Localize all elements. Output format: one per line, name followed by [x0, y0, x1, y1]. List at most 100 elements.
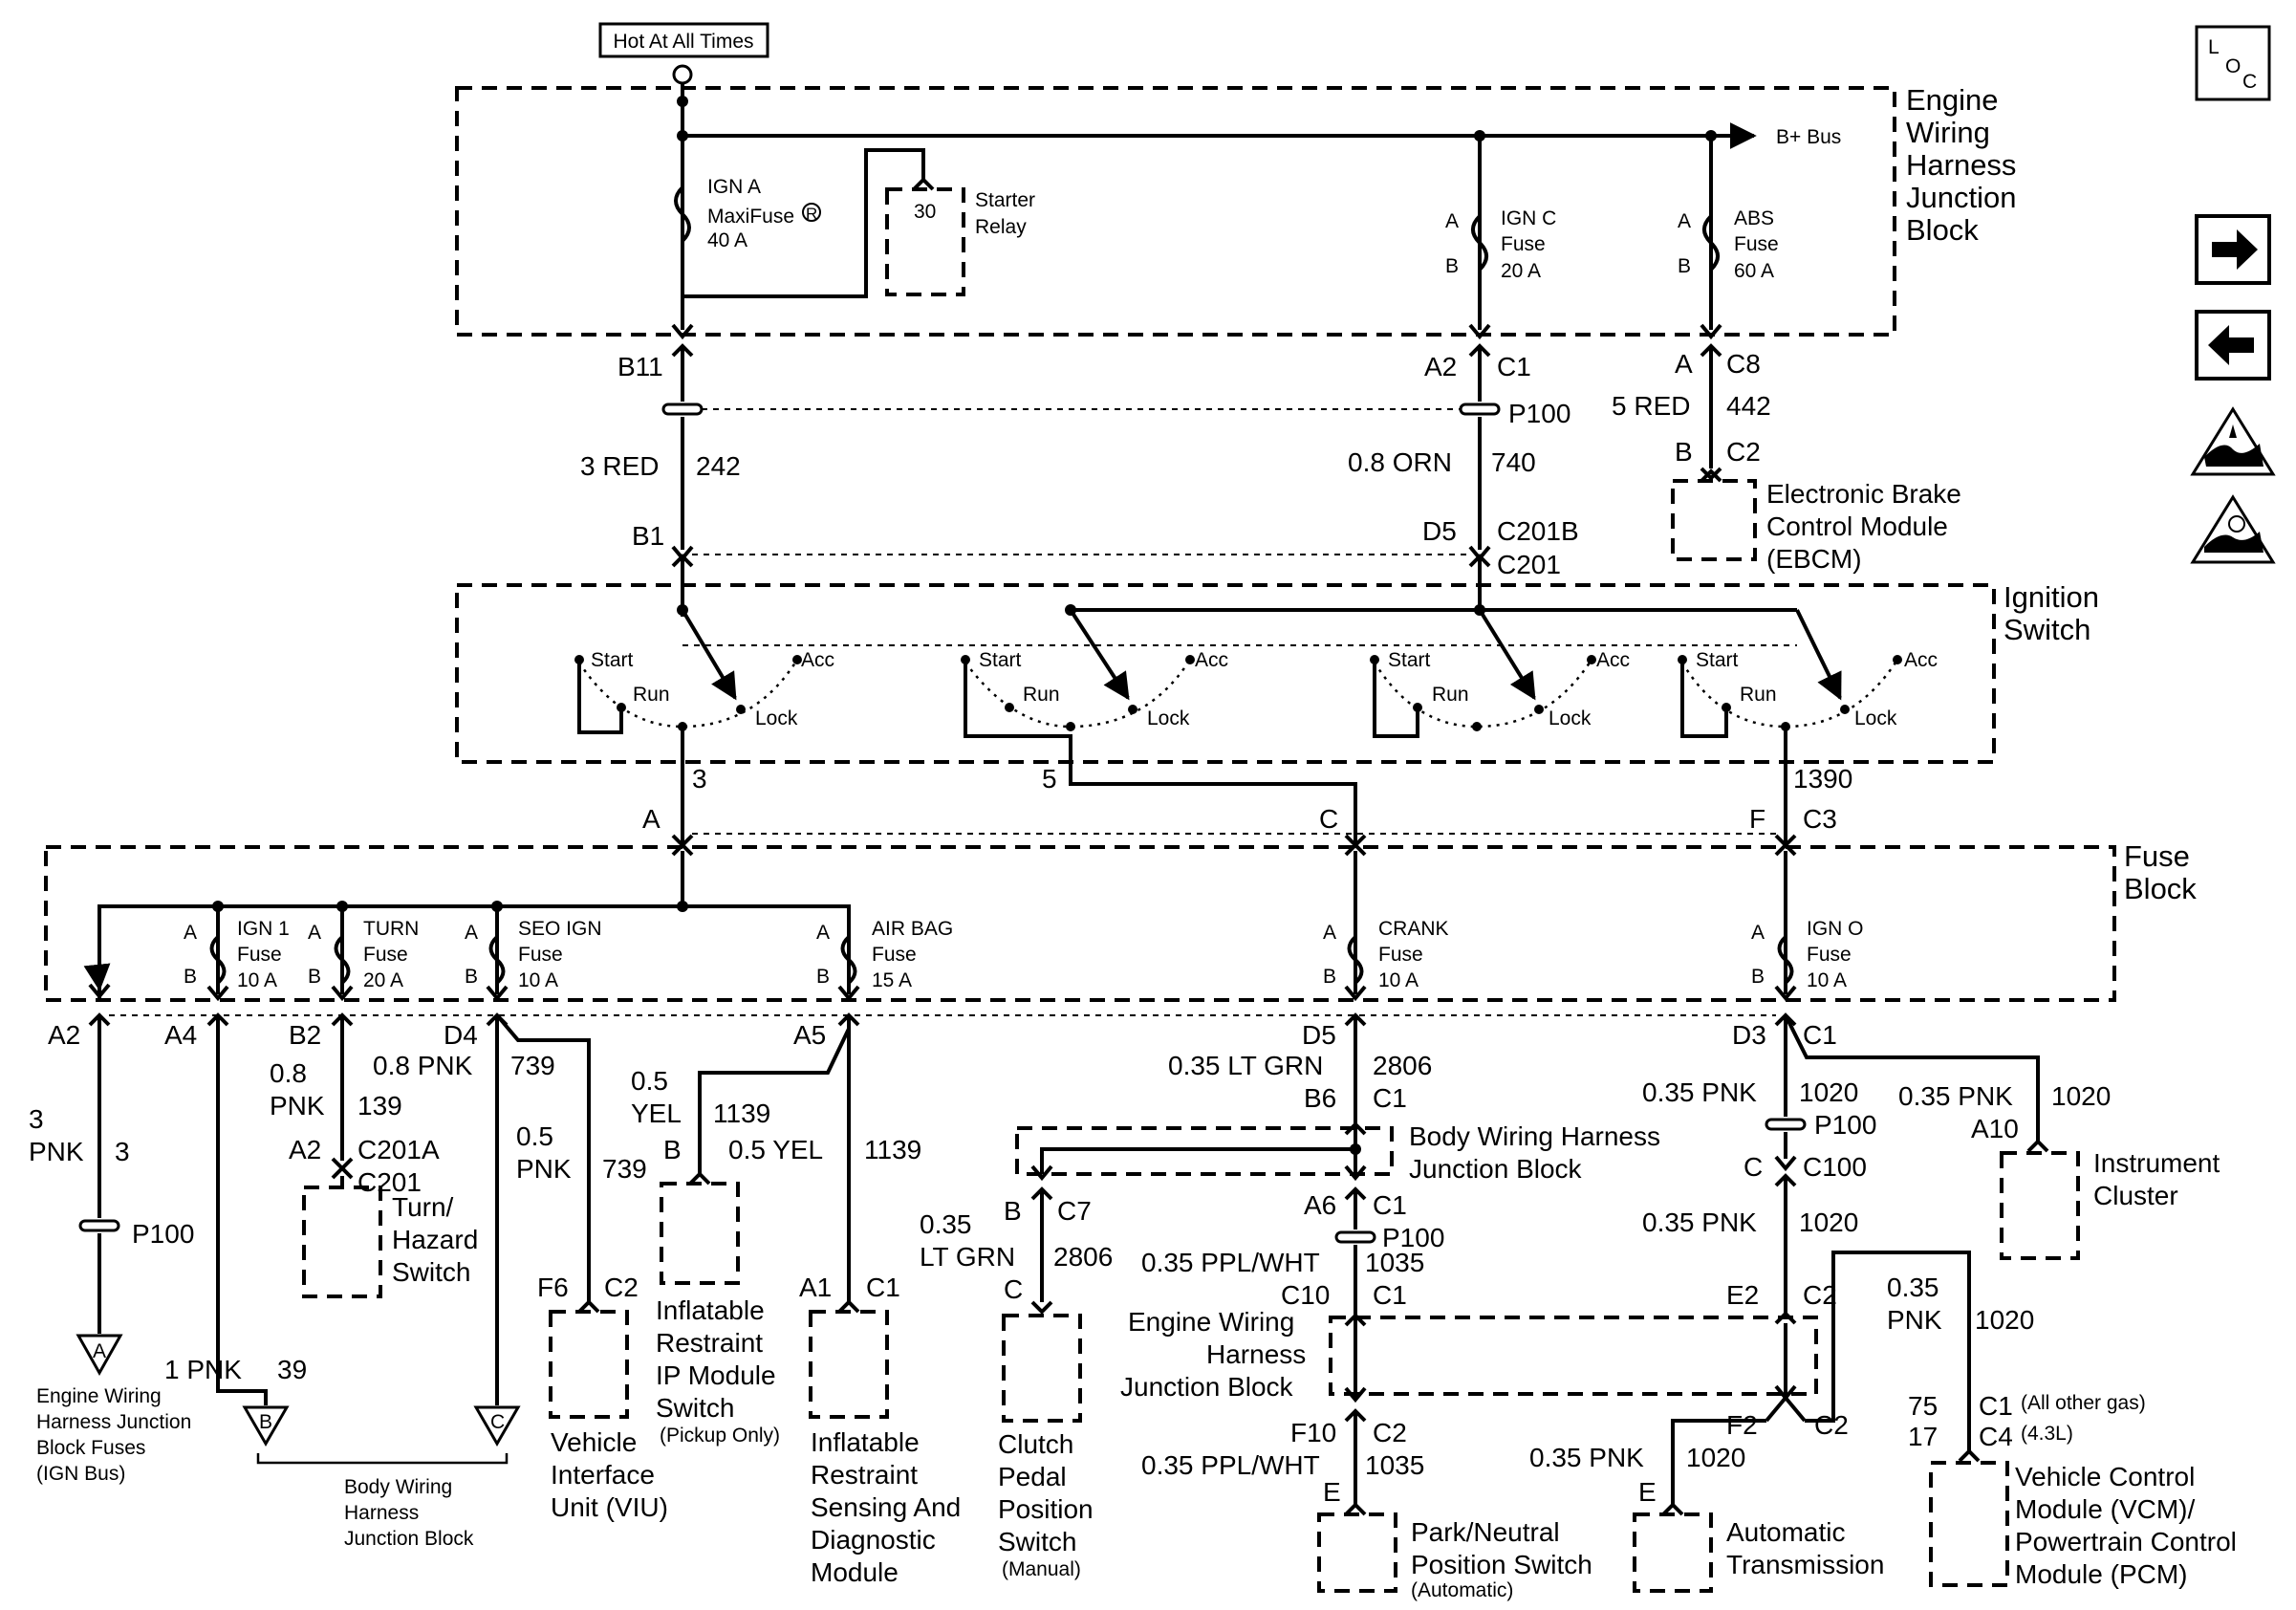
svg-text:C201: C201 — [1497, 550, 1561, 579]
svg-text:Interface: Interface — [551, 1460, 655, 1490]
fuse-block-outputs: A2 A4 B2 D4 A5 D5 D3 C1 — [48, 985, 1837, 1050]
power-source: Hot At All Times — [598, 22, 769, 85]
svg-text:Module (VCM)/: Module (VCM)/ — [2015, 1494, 2195, 1524]
svg-text:60 A: 60 A — [1734, 260, 1774, 282]
svg-text:Run: Run — [1740, 684, 1777, 706]
svg-text:0.35: 0.35 — [1887, 1273, 1939, 1302]
ign-a-fuse: IGN A MaxiFuse R 40 A — [707, 176, 821, 251]
instrument-cluster-branch: 0.35 PNK 1020 A10 Instrument Cluster — [1898, 1081, 2220, 1260]
svg-text:B6: B6 — [1304, 1083, 1336, 1113]
ign-bus-branch: 3 PNK 3 P100 A Engine Wiring Harness Jun… — [29, 1015, 194, 1485]
svg-text:Fuse: Fuse — [237, 944, 282, 966]
svg-text:Junction Block: Junction Block — [344, 1528, 474, 1550]
svg-text:2806: 2806 — [1053, 1242, 1113, 1272]
svg-text:C: C — [1004, 1274, 1023, 1304]
fuse-crank: A B CRANK Fuse 10 A — [1323, 918, 1449, 991]
svg-text:IGN 1: IGN 1 — [237, 918, 290, 940]
svg-text:Fuse: Fuse — [1378, 944, 1423, 966]
svg-text:740: 740 — [1491, 447, 1536, 477]
ebcm-label: Electronic Brake Control Module (EBCM) — [1766, 479, 1961, 574]
svg-text:MaxiFuse: MaxiFuse — [707, 206, 794, 228]
svg-text:10 A: 10 A — [1807, 969, 1847, 991]
svg-text:C8: C8 — [1726, 349, 1761, 379]
svg-text:Acc: Acc — [1904, 649, 1938, 671]
svg-text:D5: D5 — [1422, 516, 1457, 546]
svg-text:Engine Wiring: Engine Wiring — [36, 1385, 162, 1407]
svg-text:Restraint: Restraint — [811, 1460, 918, 1490]
svg-text:40 A: 40 A — [707, 229, 747, 251]
svg-text:Body Wiring: Body Wiring — [344, 1476, 452, 1498]
svg-text:1 PNK: 1 PNK — [164, 1355, 242, 1384]
svg-text:A: A — [1675, 349, 1693, 379]
svg-text:Turn/: Turn/ — [392, 1192, 454, 1222]
turn-hazard-switch-label: Turn/ Hazard Switch — [392, 1192, 478, 1287]
fuse-air-bag: A B AIR BAG Fuse 15 A — [816, 918, 953, 991]
svg-text:(Manual): (Manual) — [1002, 1558, 1081, 1580]
fuse-block: Fuse Block — [44, 839, 2197, 1002]
svg-text:C1: C1 — [1979, 1391, 2013, 1421]
svg-text:C201: C201 — [357, 1167, 422, 1197]
svg-text:C3: C3 — [1803, 804, 1837, 834]
svg-text:Body Wiring Harness: Body Wiring Harness — [1409, 1121, 1660, 1151]
svg-text:739: 739 — [602, 1154, 647, 1184]
svg-text:1020: 1020 — [1799, 1208, 1858, 1237]
svg-text:O: O — [2225, 55, 2241, 77]
svg-text:Fuse: Fuse — [1734, 233, 1779, 255]
svg-text:Cluster: Cluster — [2093, 1181, 2178, 1210]
svg-text:Engine Wiring: Engine Wiring — [1128, 1307, 1294, 1337]
svg-text:(All other gas): (All other gas) — [2021, 1392, 2146, 1414]
svg-text:PNK: PNK — [516, 1154, 572, 1184]
svg-text:0.35: 0.35 — [920, 1209, 972, 1239]
svg-text:C1: C1 — [1497, 352, 1531, 381]
svg-text:A5: A5 — [793, 1020, 826, 1050]
loc-icon[interactable]: L O C — [2195, 25, 2271, 101]
svg-text:Harness Junction: Harness Junction — [36, 1411, 191, 1433]
svg-text:E2: E2 — [1726, 1280, 1759, 1310]
svg-text:(EBCM): (EBCM) — [1766, 544, 1862, 574]
left-arrow-icon[interactable] — [2195, 310, 2271, 381]
svg-text:Start: Start — [979, 649, 1022, 671]
svg-text:15 A: 15 A — [872, 969, 912, 991]
svg-text:R: R — [806, 205, 817, 223]
svg-text:ABS: ABS — [1734, 207, 1774, 229]
svg-text:C1: C1 — [1803, 1020, 1837, 1050]
svg-text:C10: C10 — [1281, 1280, 1330, 1310]
svg-text:1390: 1390 — [1793, 764, 1852, 794]
right-arrow-icon[interactable] — [2195, 214, 2271, 285]
svg-text:Pedal: Pedal — [998, 1462, 1067, 1491]
svg-text:Clutch: Clutch — [998, 1429, 1073, 1459]
svg-text:E: E — [1638, 1477, 1657, 1507]
svg-text:Start: Start — [1388, 649, 1431, 671]
ign-c-fuse: A B IGN C Fuse 20 A — [1445, 207, 1556, 282]
svg-text:F2: F2 — [1726, 1410, 1758, 1440]
turn-branch: 0.8 PNK 139 A2 C201A C201 — [270, 1015, 440, 1298]
esd-warning-icon — [2190, 494, 2276, 564]
svg-text:Harness: Harness — [1206, 1339, 1306, 1369]
svg-text:B1: B1 — [632, 521, 664, 551]
svg-text:10 A: 10 A — [1378, 969, 1419, 991]
svg-text:5 RED: 5 RED — [1612, 391, 1690, 421]
svg-text:C100: C100 — [1803, 1152, 1867, 1182]
engine-junction-block: Engine Wiring Harness Junction Block B+ … — [455, 83, 2016, 340]
svg-text:C1: C1 — [1373, 1083, 1407, 1113]
svg-text:39: 39 — [277, 1355, 307, 1384]
svg-text:A4: A4 — [164, 1020, 197, 1050]
svg-text:Start: Start — [591, 649, 634, 671]
svg-text:AIR BAG: AIR BAG — [872, 918, 953, 940]
svg-text:A: A — [465, 922, 478, 944]
svg-text:Automatic: Automatic — [1726, 1517, 1846, 1547]
svg-text:C7: C7 — [1057, 1196, 1092, 1226]
svg-text:0.35 PNK: 0.35 PNK — [1642, 1077, 1757, 1107]
svg-text:C2: C2 — [1726, 437, 1761, 467]
svg-text:Acc: Acc — [1195, 649, 1228, 671]
svg-text:Powertrain Control: Powertrain Control — [2015, 1527, 2237, 1556]
fuse-seo-ign: A B SEO IGN Fuse 10 A — [465, 918, 602, 991]
ignition-switch: Ignition Switch — [455, 580, 2099, 764]
svg-text:A: A — [308, 922, 321, 944]
svg-text:A: A — [642, 804, 661, 834]
svg-text:C1: C1 — [1373, 1190, 1407, 1220]
svg-text:3: 3 — [692, 764, 707, 794]
svg-text:Switch: Switch — [656, 1393, 734, 1423]
svg-text:C: C — [1744, 1152, 1763, 1182]
body-junction-branch: 1 PNK 39 B C Body Wiring Harness Junctio… — [164, 1015, 521, 1550]
